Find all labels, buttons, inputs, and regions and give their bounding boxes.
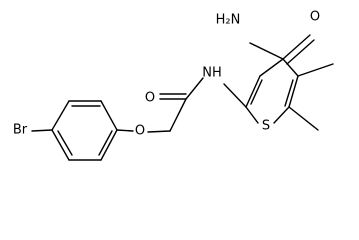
bond-c4-c5 (288, 75, 299, 108)
bond-ring-6 (100, 129, 118, 161)
bond-ring-br (31, 129, 53, 132)
bond-ring-1 (100, 100, 118, 131)
atom-label-bromine: Br (13, 123, 28, 138)
bond-amide-c-o (282, 34, 311, 60)
bond-amide-c-n (249, 42, 284, 60)
atom-label-ether-o: O (135, 124, 145, 139)
bond-ring-4 (51, 129, 70, 161)
bond-c4-c5-inner (284, 79, 294, 107)
atom-label-amide-o: O (310, 10, 320, 25)
atom-label-carbonyl-o: O (145, 91, 155, 106)
bond-methyl-c4 (297, 63, 334, 77)
bond-o-ring (116, 129, 134, 132)
bond-ring-3 (51, 100, 70, 131)
bond-nh-carbonyl (185, 77, 204, 100)
molecule-diagram: H₂N O NH O S O Br (12, 9, 334, 161)
bond-c2-c3-inner (250, 79, 263, 105)
bond-c2-nh (223, 83, 247, 108)
atom-label-sulfur: S (262, 119, 270, 134)
structure-drawing: H₂N O NH O S O Br (13, 10, 334, 161)
bond-ring-6-inner (98, 130, 113, 156)
bond-c3-c4 (282, 58, 299, 77)
bond-ch2-o (147, 130, 171, 133)
bond-amide-c-o-double (286, 39, 315, 65)
bond-c5-s (273, 106, 290, 124)
bond-ring-4-inner (57, 130, 73, 156)
atom-label-amide-n: H₂N (216, 13, 241, 28)
atom-label-nh: NH (202, 66, 222, 81)
bond-carbonyl-ch2 (169, 98, 187, 132)
bond-c3-c3a (259, 58, 284, 77)
bond-c2-c3 (245, 75, 261, 108)
bond-methyl-c5 (288, 106, 319, 131)
bond-s-c2 (245, 106, 259, 124)
